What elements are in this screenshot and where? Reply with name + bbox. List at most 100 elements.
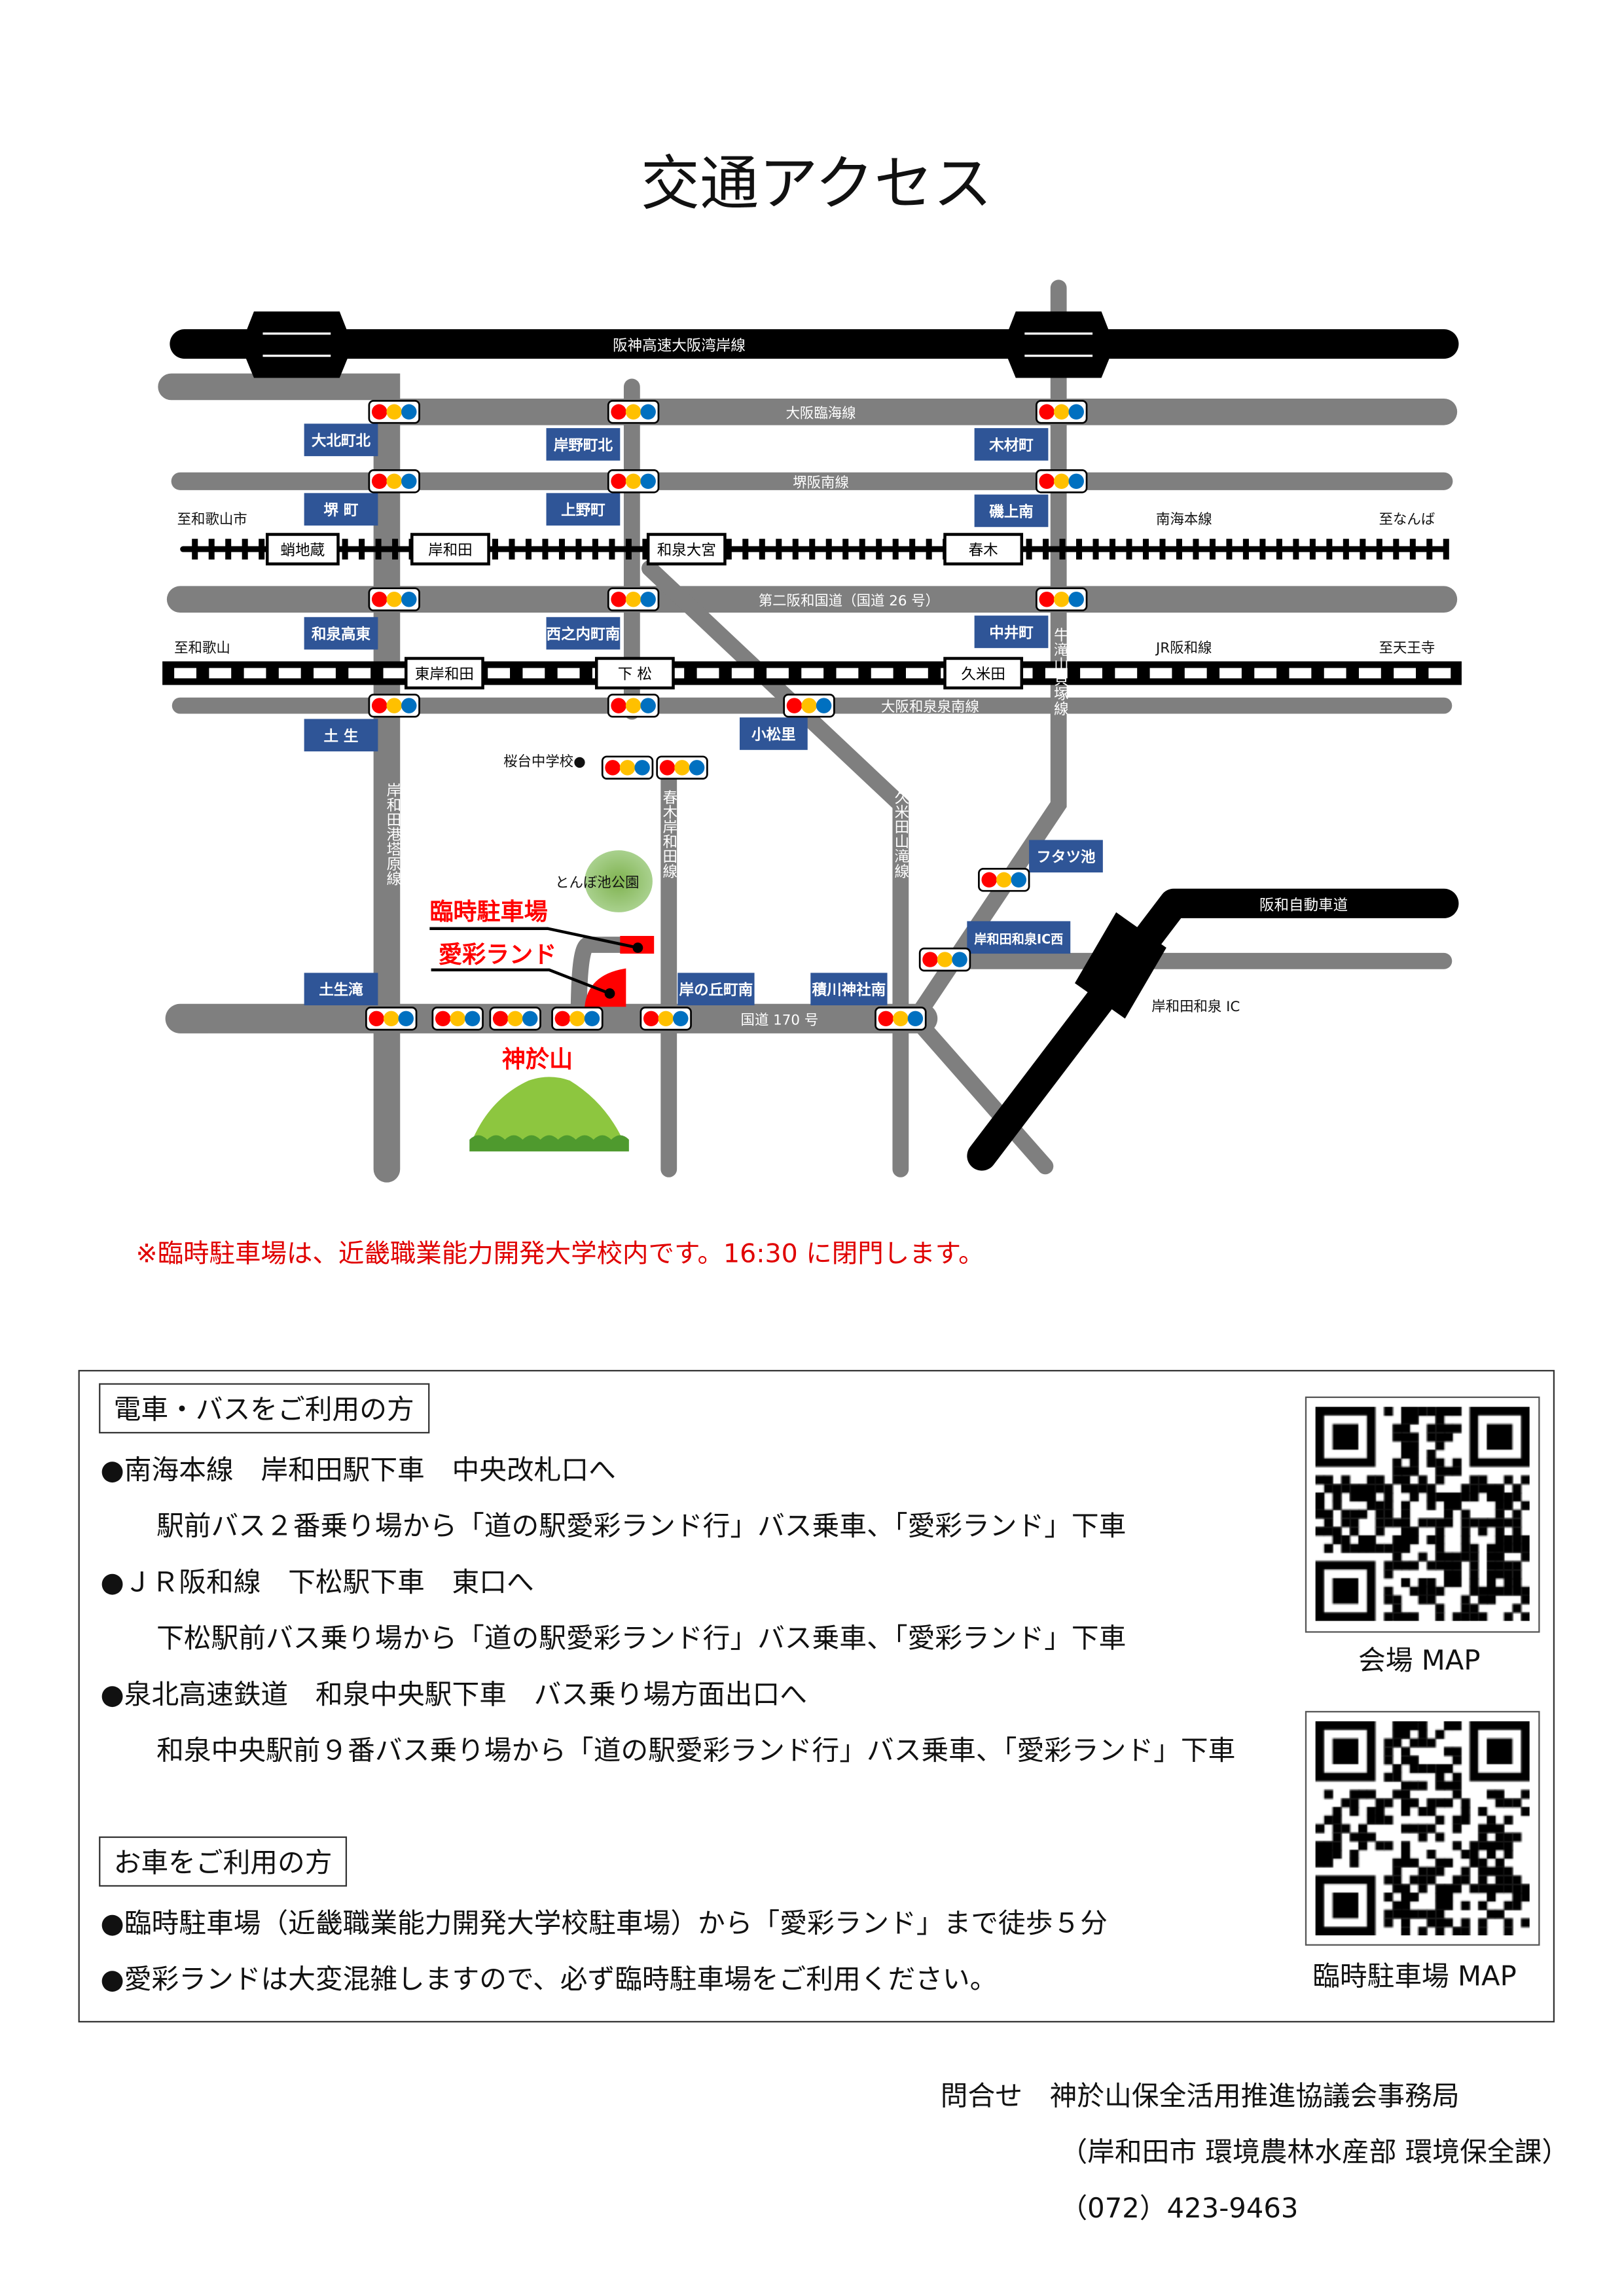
- traffic-signal-icon: [431, 1007, 484, 1031]
- station-label: 東岸和田: [415, 666, 474, 683]
- traffic-signal-icon: [551, 1007, 604, 1031]
- intersection-label: 上野町: [546, 493, 621, 526]
- intersection-label: 木材町: [974, 428, 1049, 461]
- road-venue-access: [570, 937, 640, 1027]
- intersection-label: 中井町: [974, 615, 1049, 649]
- intersection-name: 上野町: [561, 502, 605, 519]
- traffic-signal-icon: [368, 400, 420, 424]
- mountain-label: 神於山: [502, 1046, 573, 1073]
- mountain-icon: [469, 1077, 629, 1152]
- contact-phone: （072）423-9463: [1060, 2193, 1299, 2225]
- nankai-line: [180, 539, 1449, 560]
- intersection-name: 西之内町南: [547, 626, 621, 643]
- traffic-signal-icon: [607, 469, 660, 493]
- intersection-name: 土 生: [324, 728, 359, 745]
- parking-label: 臨時駐車場: [429, 898, 547, 925]
- traffic-signal-icon: [607, 400, 660, 424]
- access-info-box: [78, 1370, 1555, 2023]
- traffic-signal-icon: [365, 1007, 418, 1031]
- school-label: 桜台中学校●: [503, 754, 586, 770]
- road-label: 大阪臨海線: [786, 405, 856, 422]
- road-label: 岸和田港塔原線: [384, 782, 401, 886]
- traffic-signal-icon: [368, 693, 420, 718]
- traffic-signal-icon: [601, 755, 654, 780]
- intersection-label: 積川神社南: [810, 973, 888, 1005]
- traffic-signal-icon: [368, 587, 420, 612]
- direction-label: 至和歌山: [174, 640, 230, 656]
- info-line: ●泉北高速鉄道 和泉中央駅下車 バス乗り場方面出口へ: [100, 1679, 807, 1712]
- intersection-name: フタツ池: [1036, 849, 1096, 866]
- contact-line: 問合せ 神於山保全活用推進協議会事務局: [940, 2081, 1460, 2113]
- intersection-name: 木材町: [988, 437, 1034, 454]
- station-box: 久米田: [943, 656, 1024, 690]
- park-icon: [585, 850, 653, 912]
- traffic-signal-icon: [1036, 587, 1088, 612]
- road-label: 堺阪南線: [793, 475, 849, 491]
- rail-label: 南海本線: [1156, 512, 1212, 528]
- info-line: 下松駅前バス乗り場から「道の駅愛彩ランド行」バス乗車、「愛彩ランド」下車: [156, 1624, 1127, 1655]
- intersection-label: フタツ池: [1029, 840, 1103, 873]
- intersection-label: 土生滝: [304, 973, 378, 1005]
- parking-note: ※臨時駐車場は、近畿職業能力開発大学校内です。16:30 に閉門します。: [135, 1240, 984, 1270]
- station-label: 久米田: [961, 666, 1005, 683]
- station-box: 岸和田: [410, 533, 490, 565]
- traffic-signal-icon: [1036, 400, 1088, 424]
- jr-hanwa-line: [162, 661, 1462, 685]
- intersection-label: 岸の丘町南: [677, 973, 755, 1005]
- info-line: ●南海本線 岸和田駅下車 中央改札口へ: [100, 1455, 616, 1487]
- intersection-name: 土生滝: [319, 982, 363, 999]
- info-line: ●愛彩ランドは大変混雑しますので、必ず臨時駐車場をご利用ください。: [100, 1965, 998, 1996]
- road-label: 牛滝山貝塚線: [1051, 627, 1068, 716]
- traffic-signal-icon: [1036, 469, 1088, 493]
- traffic-signal-icon: [640, 1007, 692, 1031]
- traffic-signal-icon: [783, 693, 835, 718]
- station-label: 和泉大宮: [657, 542, 716, 559]
- intersection-name: 大北町北: [312, 433, 371, 450]
- expressway-label: 阪神高速大阪湾岸線: [613, 338, 746, 355]
- road-kishiwada-koto: [158, 373, 401, 1183]
- road-label: 春木岸和田線: [660, 790, 677, 879]
- intersection-label: 堺 町: [304, 493, 378, 526]
- intersection-label: 土 生: [304, 719, 378, 752]
- info-line: 駅前バス２番乗り場から「道の駅愛彩ランド行」バス乗車、「愛彩ランド」下車: [156, 1511, 1127, 1543]
- intersection-name: 磯上南: [989, 503, 1034, 520]
- intersection-label: 和泉高東: [304, 617, 378, 650]
- intersection-name: 岸和田和泉IC西: [974, 931, 1063, 946]
- train-bus-heading: 電車・バスをご利用の方: [99, 1383, 429, 1434]
- venue-map-qr-code[interactable]: [1305, 1396, 1540, 1633]
- station-label: 春木: [969, 542, 998, 559]
- intersection-name: 積川神社南: [812, 981, 886, 999]
- station-box: 蛸地蔵: [265, 533, 340, 565]
- station-box: 和泉大宮: [646, 533, 727, 565]
- traffic-signal-icon: [656, 755, 708, 780]
- station-box: 春木: [943, 533, 1024, 565]
- contact-line: （岸和田市 環境農林水産部 環境保全課）: [1060, 2137, 1570, 2169]
- intersection-name: 岸の丘町南: [679, 982, 753, 999]
- car-heading: お車をご利用の方: [99, 1836, 348, 1887]
- traffic-signal-icon: [607, 587, 660, 612]
- parking-map-qr-code[interactable]: [1305, 1711, 1540, 1946]
- intersection-label: 西之内町南: [546, 617, 621, 650]
- intersection-label: 岸和田和泉IC西: [967, 921, 1071, 954]
- expressway-hanwa: 阪和自動車道 岸和田和泉 IC: [967, 888, 1459, 1171]
- station-box: 下 松: [594, 656, 675, 690]
- direction-label: 至天王寺: [1379, 640, 1435, 656]
- road-kumeda-yamataki: [641, 560, 909, 1177]
- traffic-signal-icon: [918, 947, 971, 972]
- traffic-signal-icon: [489, 1007, 541, 1031]
- traffic-signal-icon: [368, 469, 420, 493]
- page-title: 交通アクセス: [640, 151, 992, 219]
- station-label: 蛸地蔵: [281, 542, 325, 559]
- hanwa-exp-label: 阪和自動車道: [1259, 897, 1348, 914]
- qr-label: 臨時駐車場 MAP: [1312, 1962, 1517, 1993]
- road-label: 国道 170 号: [741, 1012, 819, 1028]
- intersection-label: 小松里: [740, 717, 808, 750]
- road-label: 久米田山滝線: [892, 790, 909, 879]
- station-label: 下 松: [618, 666, 652, 683]
- expressway-wangan: 阪神高速大阪湾岸線: [170, 311, 1459, 378]
- intersection-name: 小松里: [751, 726, 796, 744]
- info-line: ●臨時駐車場（近畿職業能力開発大学校駐車場）から「愛彩ランド」まで徒歩５分: [100, 1909, 1108, 1940]
- park-label: とんぼ池公園: [555, 875, 639, 891]
- station-label: 岸和田: [428, 542, 473, 559]
